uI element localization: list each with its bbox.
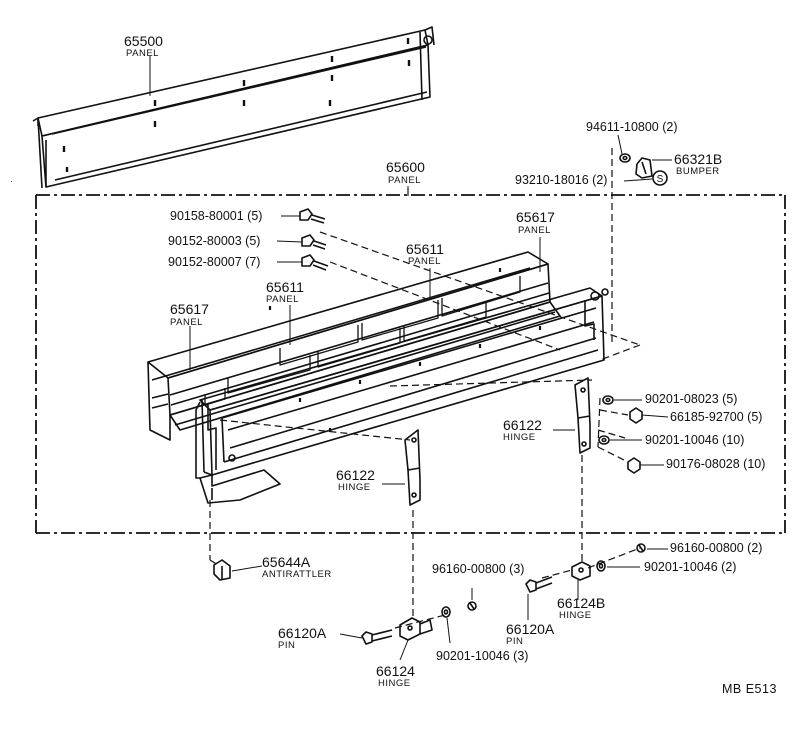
label-66321b-name: BUMPER: [676, 166, 720, 177]
panel-65500-drawing: [32, 26, 435, 189]
pin-66120a-right-drawing: [525, 576, 553, 593]
label-65617b-part: 65617: [516, 209, 555, 225]
label-66120a1-name: PIN: [278, 640, 296, 651]
label-66120a2-name: PIN: [506, 636, 524, 647]
panel-65617-front-drawing: [195, 268, 609, 504]
washer-90201c-drawing: [596, 560, 606, 572]
label-65500-name: PANEL: [126, 48, 159, 59]
bolt-90152b-drawing: [301, 254, 329, 271]
label-66122a-name: HINGE: [338, 482, 371, 493]
label-90158: 90158-80001 (5): [170, 209, 263, 223]
label-66120a2-part: 66120A: [506, 621, 555, 637]
label-65617b-name: PANEL: [518, 225, 551, 236]
label-94611: 94611-10800 (2): [586, 120, 678, 134]
label-90152a: 90152-80003 (5): [168, 234, 261, 248]
hinge-66122-right-drawing: [574, 377, 591, 454]
washer-90201b-drawing: [598, 435, 610, 445]
pin-66120a-left-drawing: [361, 629, 393, 645]
label-90201b: 90201-10046 (10): [645, 433, 745, 447]
washer-90201a-drawing: [602, 395, 614, 405]
label-66321b-part: 66321B: [674, 151, 723, 167]
label-65600-part: 65600: [386, 159, 425, 175]
label-65644a-name: ANTIRATTLER: [262, 569, 332, 580]
label-66185: 66185-92700 (5): [670, 410, 763, 424]
label-90201c: 90201-10046 (2): [644, 560, 737, 574]
assembly-guides: [209, 148, 641, 629]
label-65617a-name: PANEL: [170, 317, 203, 328]
diagram-code: MB E513: [722, 682, 777, 696]
hinge-66124b-drawing: [571, 561, 591, 581]
label-66122b-part: 66122: [503, 417, 542, 433]
label-90152b: 90152-80007 (7): [168, 255, 261, 269]
washer-96160b-drawing: [467, 601, 477, 611]
label-65617a-part: 65617: [170, 301, 209, 317]
label-65600-name: PANEL: [388, 175, 421, 186]
label-90201a: 90201-08023 (5): [645, 392, 738, 406]
hinge-66122-center-drawing: [404, 429, 421, 506]
label-65500-part: 65500: [124, 33, 163, 49]
nut-90176-drawing: [627, 457, 641, 474]
screw-93210-drawing: [652, 170, 668, 186]
label-65611b-name: PANEL: [408, 256, 441, 267]
nut-66185-drawing: [629, 407, 643, 424]
label-66122a-part: 66122: [336, 467, 375, 483]
label-66124-name: HINGE: [378, 678, 411, 689]
label-66122b-name: HINGE: [503, 432, 536, 443]
bolt-90158-drawing: [299, 208, 326, 224]
s-mark: S: [657, 174, 664, 185]
label-90176: 90176-08028 (10): [666, 457, 766, 471]
label-66124b-part: 66124B: [557, 595, 606, 611]
label-65611b-part: 65611: [406, 241, 444, 257]
leader-lines: [149, 56, 672, 661]
hinge-66124-drawing: [399, 617, 433, 641]
antirattler-65644a-drawing: [213, 559, 231, 581]
label-65611a-name: PANEL: [266, 294, 299, 305]
label-66120a1-part: 66120A: [278, 625, 327, 641]
washer-90201d-drawing: [441, 606, 451, 618]
bumper-66321b-drawing: [635, 157, 653, 179]
washer-96160a-drawing: [636, 543, 646, 553]
label-96160b: 96160-00800 (3): [432, 562, 525, 576]
assembly-boundary: [35, 194, 786, 534]
label-65611a-part: 65611: [266, 279, 304, 295]
label-90201d: 90201-10046 (3): [436, 649, 529, 663]
label-96160a: 96160-00800 (2): [670, 541, 763, 555]
svg-text:·: ·: [10, 177, 13, 186]
label-66124-part: 66124: [376, 663, 415, 679]
label-65644a-part: 65644A: [262, 554, 311, 570]
bolt-90152a-drawing: [301, 234, 327, 250]
washer-94611-drawing: [619, 153, 631, 163]
panel-65611-middle-drawing: [169, 276, 561, 431]
label-93210: 93210-18016 (2): [515, 173, 608, 187]
label-66124b-name: HINGE: [559, 610, 592, 621]
